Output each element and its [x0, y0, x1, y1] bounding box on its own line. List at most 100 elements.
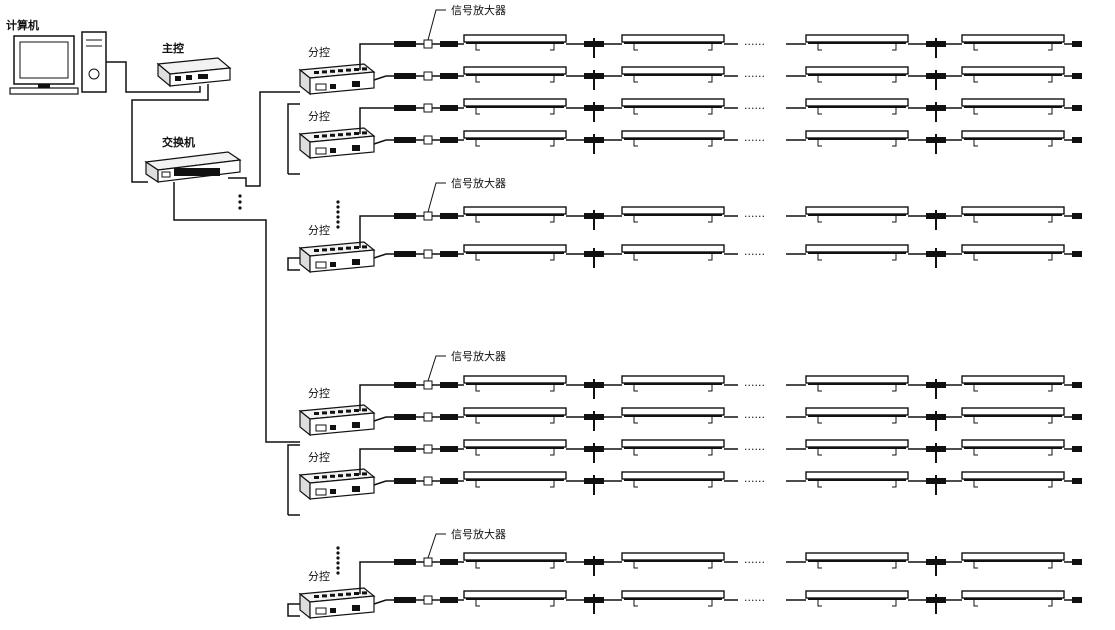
connector-icon — [584, 70, 604, 90]
connector-icon — [440, 73, 458, 79]
led-bar-icon — [463, 98, 567, 115]
sub-controller-label: 分控 — [308, 386, 330, 400]
led-bar-icon — [621, 375, 725, 392]
led-bar-icon — [805, 130, 909, 147]
sub-controller-icon — [298, 404, 376, 437]
led-bar-icon — [805, 244, 909, 261]
master-controller-icon: 主控 — [156, 41, 232, 88]
led-bar-icon — [621, 407, 725, 424]
connector-icon — [926, 556, 946, 576]
light-row: ······ — [386, 34, 1082, 58]
led-bar-icon — [463, 471, 567, 488]
computer-label: 计算机 — [6, 18, 39, 32]
led-bar-icon — [805, 471, 909, 488]
signal-amplifier-icon — [423, 476, 433, 486]
switch-port-dots — [238, 194, 242, 210]
connector-icon — [440, 414, 458, 420]
led-bar-icon — [621, 439, 725, 456]
connector-icon — [394, 478, 416, 484]
led-bar-icon — [621, 66, 725, 83]
led-bar-icon — [621, 552, 725, 569]
connector-icon — [1072, 137, 1082, 143]
led-bar-icon — [961, 590, 1065, 607]
switch-label: 交换机 — [162, 135, 195, 149]
sub-controller-group: 分控············ — [298, 206, 1082, 274]
led-bar-icon — [621, 244, 725, 261]
connector-icon — [926, 134, 946, 154]
ellipsis-label: ······ — [744, 210, 765, 223]
connector-icon — [1072, 213, 1082, 219]
connector-icon — [584, 102, 604, 122]
led-bar-icon — [621, 471, 725, 488]
connector-icon — [584, 475, 604, 495]
led-bar-icon — [961, 244, 1065, 261]
connector-icon — [394, 105, 416, 111]
ellipsis-label: ······ — [744, 443, 765, 456]
connector-icon — [584, 210, 604, 230]
connector-icon — [926, 594, 946, 614]
sub-controller-icon — [298, 63, 376, 96]
connector-icon — [1072, 559, 1082, 565]
trunk-cables — [106, 61, 300, 443]
led-bar-icon — [961, 439, 1065, 456]
light-row: ······ — [386, 590, 1082, 614]
connector-icon — [394, 213, 416, 219]
connector-icon — [584, 556, 604, 576]
network-switch-icon: 交换机 — [144, 135, 242, 184]
ellipsis-label: ······ — [744, 248, 765, 261]
connector-icon — [440, 251, 458, 257]
led-bar-icon — [961, 34, 1065, 51]
led-bar-icon — [463, 407, 567, 424]
light-row: ······ — [386, 439, 1082, 463]
connector-icon — [394, 559, 416, 565]
connector-icon — [1072, 478, 1082, 484]
connector-icon — [926, 248, 946, 268]
signal-amplifier-icon — [423, 412, 433, 422]
sub-controller-icon — [298, 127, 376, 160]
signal-amplifier-icon — [423, 71, 433, 81]
connector-icon — [1072, 41, 1082, 47]
ellipsis-label: ······ — [744, 379, 765, 392]
led-bar-icon — [463, 375, 567, 392]
amplifier-label: 信号放大器 — [451, 349, 506, 363]
signal-amplifier-icon — [423, 211, 433, 221]
led-bar-icon — [961, 66, 1065, 83]
connector-icon — [926, 210, 946, 230]
light-row: ······ — [386, 375, 1082, 399]
led-bar-icon — [805, 98, 909, 115]
sub-controller-icon — [298, 468, 376, 501]
led-bar-icon — [961, 407, 1065, 424]
signal-amplifier-icon — [423, 595, 433, 605]
sub-controller-icon — [298, 241, 376, 274]
led-bar-icon — [463, 590, 567, 607]
led-bar-icon — [961, 98, 1065, 115]
connector-icon — [1072, 414, 1082, 420]
connector-icon — [394, 446, 416, 452]
ellipsis-label: ······ — [744, 102, 765, 115]
light-row: ······ — [386, 552, 1082, 576]
connector-icon — [1072, 105, 1082, 111]
led-bar-icon — [621, 206, 725, 223]
led-bar-icon — [621, 34, 725, 51]
connector-icon — [440, 597, 458, 603]
light-row: ······ — [386, 407, 1082, 431]
led-bar-icon — [621, 98, 725, 115]
led-bar-icon — [463, 34, 567, 51]
led-bar-icon — [805, 375, 909, 392]
light-row: ······ — [386, 206, 1082, 230]
connector-icon — [926, 38, 946, 58]
connector-icon — [584, 379, 604, 399]
connector-icon — [926, 411, 946, 431]
ellipsis-label: ······ — [744, 475, 765, 488]
connector-icon — [394, 41, 416, 47]
led-bar-icon — [805, 206, 909, 223]
connector-icon — [926, 70, 946, 90]
connector-icon — [584, 443, 604, 463]
connector-icon — [584, 134, 604, 154]
connector-icon — [440, 41, 458, 47]
led-bar-icon — [805, 66, 909, 83]
led-bar-icon — [463, 130, 567, 147]
led-bar-icon — [805, 407, 909, 424]
